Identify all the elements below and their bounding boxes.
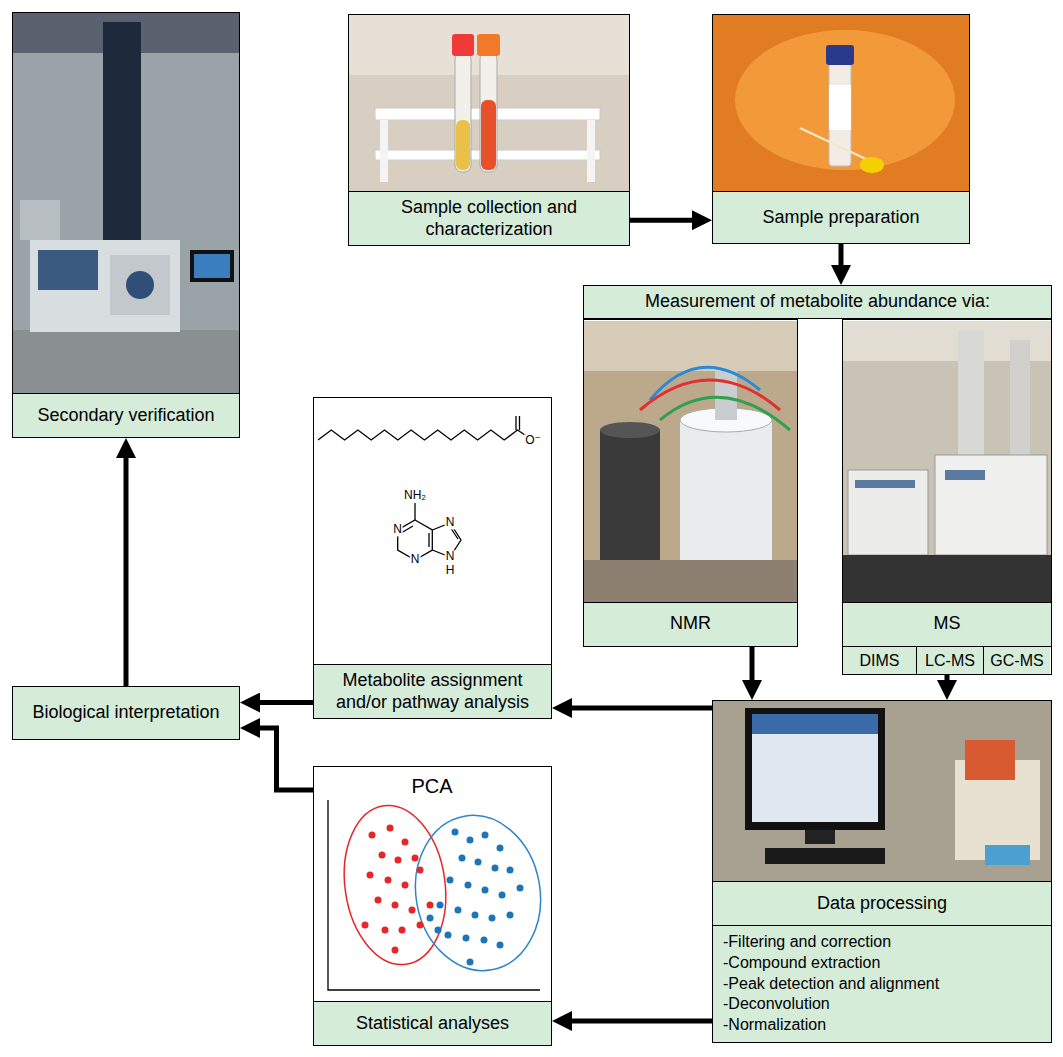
photo-panel: Sample preparation — [712, 14, 970, 244]
node-label: Statistical analyses — [314, 1001, 551, 1045]
instrument-panel: MSDIMSLC-MSGC-MS — [842, 319, 1052, 675]
process-panel: Data processing-Filtering and correction… — [712, 700, 1052, 1043]
node-label: Data processing — [713, 881, 1051, 925]
chemical-structures — [318, 416, 528, 560]
flow-arrow — [945, 675, 950, 684]
flow-arrow — [124, 454, 129, 686]
photo-panel: Secondary verification — [12, 12, 240, 438]
node-label: Measurement of metabolite abundance via: — [583, 285, 1052, 319]
pca-plot — [328, 799, 553, 990]
node-label: Secondary verification — [13, 393, 239, 437]
node-label: Biological interpretation — [13, 687, 239, 739]
flow-arrow — [256, 700, 313, 705]
atom-label: N — [445, 516, 456, 529]
chart-panel: Statistical analyses — [313, 766, 552, 1046]
method-box: LC-MS — [916, 647, 983, 674]
step-item: -Normalization — [713, 1015, 1051, 1042]
atom-label: N — [410, 553, 421, 566]
step-item: -Filtering and correction — [713, 925, 1051, 953]
atom-label: N — [392, 523, 403, 536]
photo-panel: Sample collection and characterization — [348, 14, 630, 246]
atom-label: O⁻ — [524, 434, 542, 447]
node-label: MS — [843, 602, 1051, 646]
flow-arrow — [839, 244, 844, 269]
step-item: -Deconvolution — [713, 994, 1051, 1015]
flow-arrow — [750, 647, 755, 684]
node-label: Metabolite assignment and/or pathway ana… — [314, 664, 551, 718]
flow-arrow — [568, 1018, 712, 1023]
flow-arrow — [568, 706, 712, 711]
instrument-panel: NMR — [583, 319, 798, 647]
test-tube-photo — [349, 15, 629, 191]
method-box: DIMS — [843, 647, 916, 674]
node-label: NMR — [584, 602, 797, 646]
flow-arrow — [630, 218, 696, 223]
atom-label: NH₂ — [403, 489, 427, 502]
method-box: GC-MS — [983, 647, 1050, 674]
structure-panel: Metabolite assignment and/or pathway ana… — [313, 397, 552, 719]
nmr-photo — [584, 321, 797, 603]
node-label: Sample preparation — [713, 191, 969, 243]
flow-arrow — [256, 728, 313, 790]
computer-photo — [713, 701, 1051, 881]
chart-title: PCA — [410, 775, 453, 797]
node-label: Sample collection and characterization — [349, 191, 629, 245]
node-label: DIMS — [843, 647, 916, 674]
lab-instrument-photo — [13, 13, 239, 393]
step-item: -Peak detection and alignment — [713, 974, 1051, 995]
node-label: GC-MS — [984, 647, 1050, 674]
ms-photo — [843, 321, 1051, 603]
node-label: LC-MS — [917, 647, 983, 674]
measurement-group: Measurement of metabolite abundance via:… — [583, 285, 1052, 676]
atom-label: N — [445, 550, 456, 563]
atom-label: H — [445, 564, 456, 577]
step-item: -Compound extraction — [713, 953, 1051, 974]
vial-photo — [713, 15, 969, 191]
process-box: Biological interpretation — [12, 686, 240, 740]
